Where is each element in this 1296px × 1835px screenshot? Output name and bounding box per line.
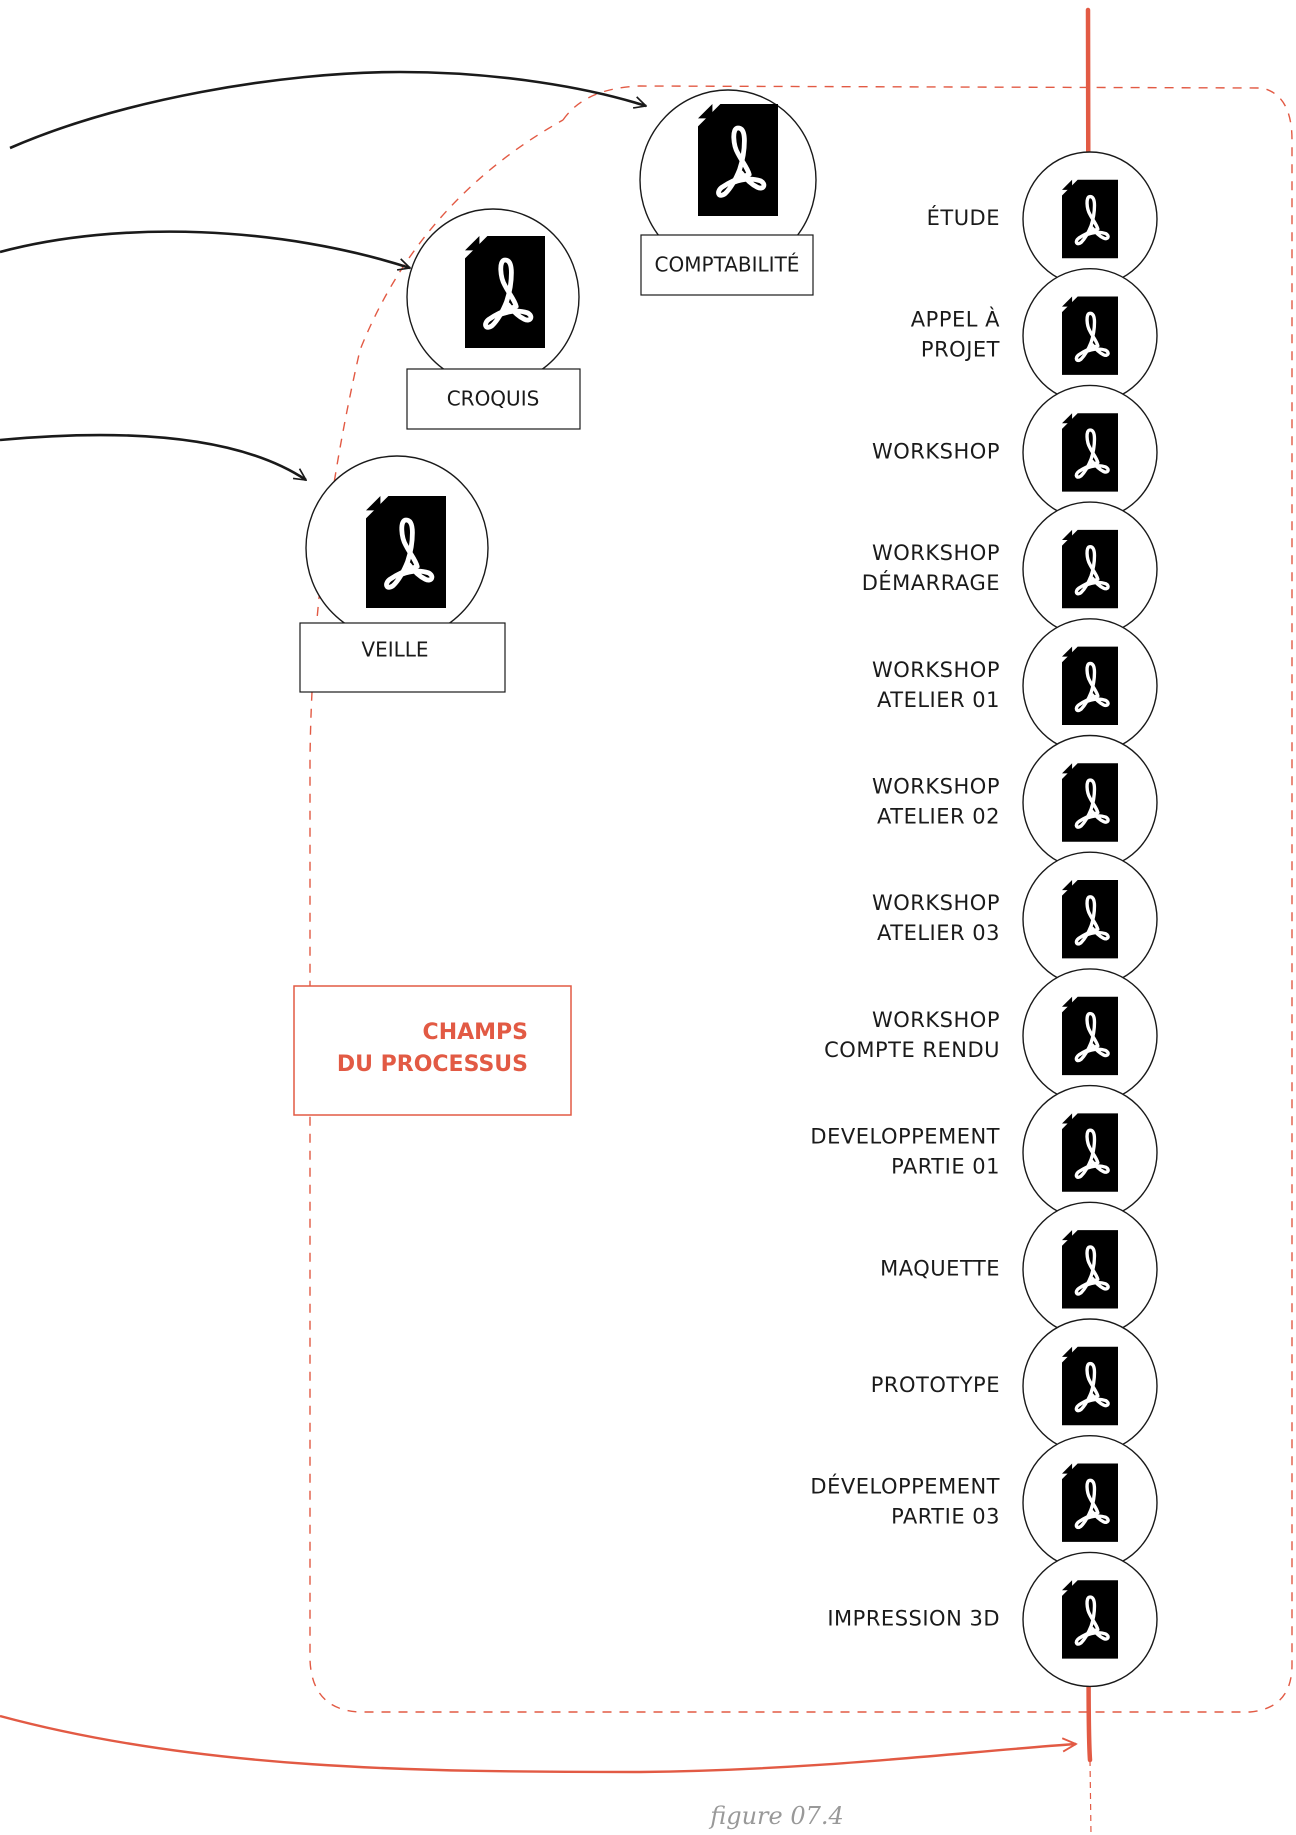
pdf-file-icon — [1062, 295, 1118, 376]
pdf-file-icon — [1062, 645, 1118, 726]
stage-node[interactable]: ÉTUDE — [927, 151, 1158, 287]
process-field-boundary — [309, 85, 1293, 1713]
pdf-file-icon — [1062, 1462, 1118, 1543]
stage-label: WORKSHOP — [872, 775, 1000, 799]
field-label-line1: CHAMPS — [423, 1020, 528, 1045]
stage-label: PROTOTYPE — [871, 1373, 1000, 1397]
pdf-file-icon — [465, 236, 545, 348]
stage-label: WORKSHOP — [872, 1008, 1000, 1032]
stage-label: WORKSHOP — [872, 891, 1000, 915]
stage-label: PARTIE 01 — [891, 1155, 1000, 1179]
stage-label: DEVELOPPEMENT — [810, 1125, 1000, 1149]
stage-label: MAQUETTE — [880, 1256, 1000, 1280]
stage-label: APPEL À — [911, 307, 1000, 332]
pdf-file-icon — [1062, 1579, 1118, 1660]
source-veille[interactable]: VEILLE — [299, 455, 506, 693]
pdf-file-icon — [1062, 1112, 1118, 1193]
arrow-to-veille — [0, 433, 306, 482]
timeline-stages: ÉTUDE APPEL À PROJET WORKSHOP WORKSHOP DÉMARR… — [810, 151, 1158, 1688]
stage-node[interactable]: WORKSHOP COMPTE RENDU — [824, 968, 1158, 1104]
stage-node[interactable]: DÉVELOPPEMENT PARTIE 03 — [810, 1434, 1158, 1571]
process-field-box: CHAMPS DU PROCESSUS — [293, 985, 572, 1116]
source-label: VEILLE — [361, 638, 428, 662]
stage-node[interactable]: WORKSHOP ATELIER 02 — [872, 734, 1158, 871]
stage-node[interactable]: WORKSHOP ATELIER 01 — [872, 618, 1158, 754]
pdf-file-icon — [698, 104, 778, 216]
pdf-file-icon — [1062, 529, 1118, 610]
stage-label: ATELIER 01 — [877, 688, 1000, 712]
timeline-axis-tail — [1089, 1759, 1092, 1835]
pdf-file-icon — [1062, 762, 1118, 843]
pdf-file-icon — [1062, 1346, 1118, 1426]
arrow-to-comptabilite — [9, 70, 646, 150]
stage-label: DÉVELOPPEMENT — [810, 1474, 1000, 1499]
stage-label: WORKSHOP — [872, 439, 1000, 463]
stage-node[interactable]: WORKSHOP DÉMARRAGE — [862, 501, 1158, 637]
pdf-file-icon — [1062, 995, 1118, 1076]
stage-node[interactable]: DEVELOPPEMENT PARTIE 01 — [810, 1084, 1158, 1221]
source-label: COMPTABILITÉ — [655, 253, 800, 277]
pdf-file-icon — [1062, 1229, 1118, 1310]
stage-label: WORKSHOP — [872, 541, 1000, 565]
source-croquis[interactable]: CROQUIS — [406, 208, 581, 430]
pdf-file-icon — [1062, 879, 1118, 960]
stage-label: PROJET — [921, 338, 1000, 362]
arrow-to-croquis — [0, 230, 410, 268]
stage-node[interactable]: WORKSHOP ATELIER 03 — [872, 851, 1158, 987]
stage-node[interactable]: IMPRESSION 3D — [827, 1551, 1158, 1688]
stage-node[interactable]: WORKSHOP — [872, 384, 1158, 521]
pdf-file-icon — [1062, 179, 1118, 259]
stage-node[interactable]: APPEL À PROJET — [911, 268, 1158, 404]
stage-node[interactable]: MAQUETTE — [880, 1201, 1158, 1338]
source-label: CROQUIS — [447, 387, 540, 411]
stage-label: ATELIER 03 — [877, 921, 1000, 945]
pdf-file-icon — [1062, 412, 1118, 493]
stage-label: IMPRESSION 3D — [827, 1606, 1000, 1630]
stage-node[interactable]: PROTOTYPE — [871, 1318, 1158, 1454]
figure-caption: figure 07.4 — [708, 1802, 844, 1830]
stage-label: DÉMARRAGE — [862, 570, 1000, 595]
arrow-to-timeline-end — [0, 1714, 1076, 1774]
stage-label: ATELIER 02 — [877, 805, 1000, 829]
stage-label: COMPTE RENDU — [824, 1038, 1000, 1062]
stage-label: PARTIE 03 — [891, 1505, 1000, 1529]
source-comptabilite[interactable]: COMPTABILITÉ — [639, 89, 817, 296]
pdf-file-icon — [366, 496, 446, 608]
stage-label: ÉTUDE — [927, 205, 1000, 230]
field-label-line2: DU PROCESSUS — [337, 1052, 528, 1077]
stage-label: WORKSHOP — [872, 658, 1000, 682]
